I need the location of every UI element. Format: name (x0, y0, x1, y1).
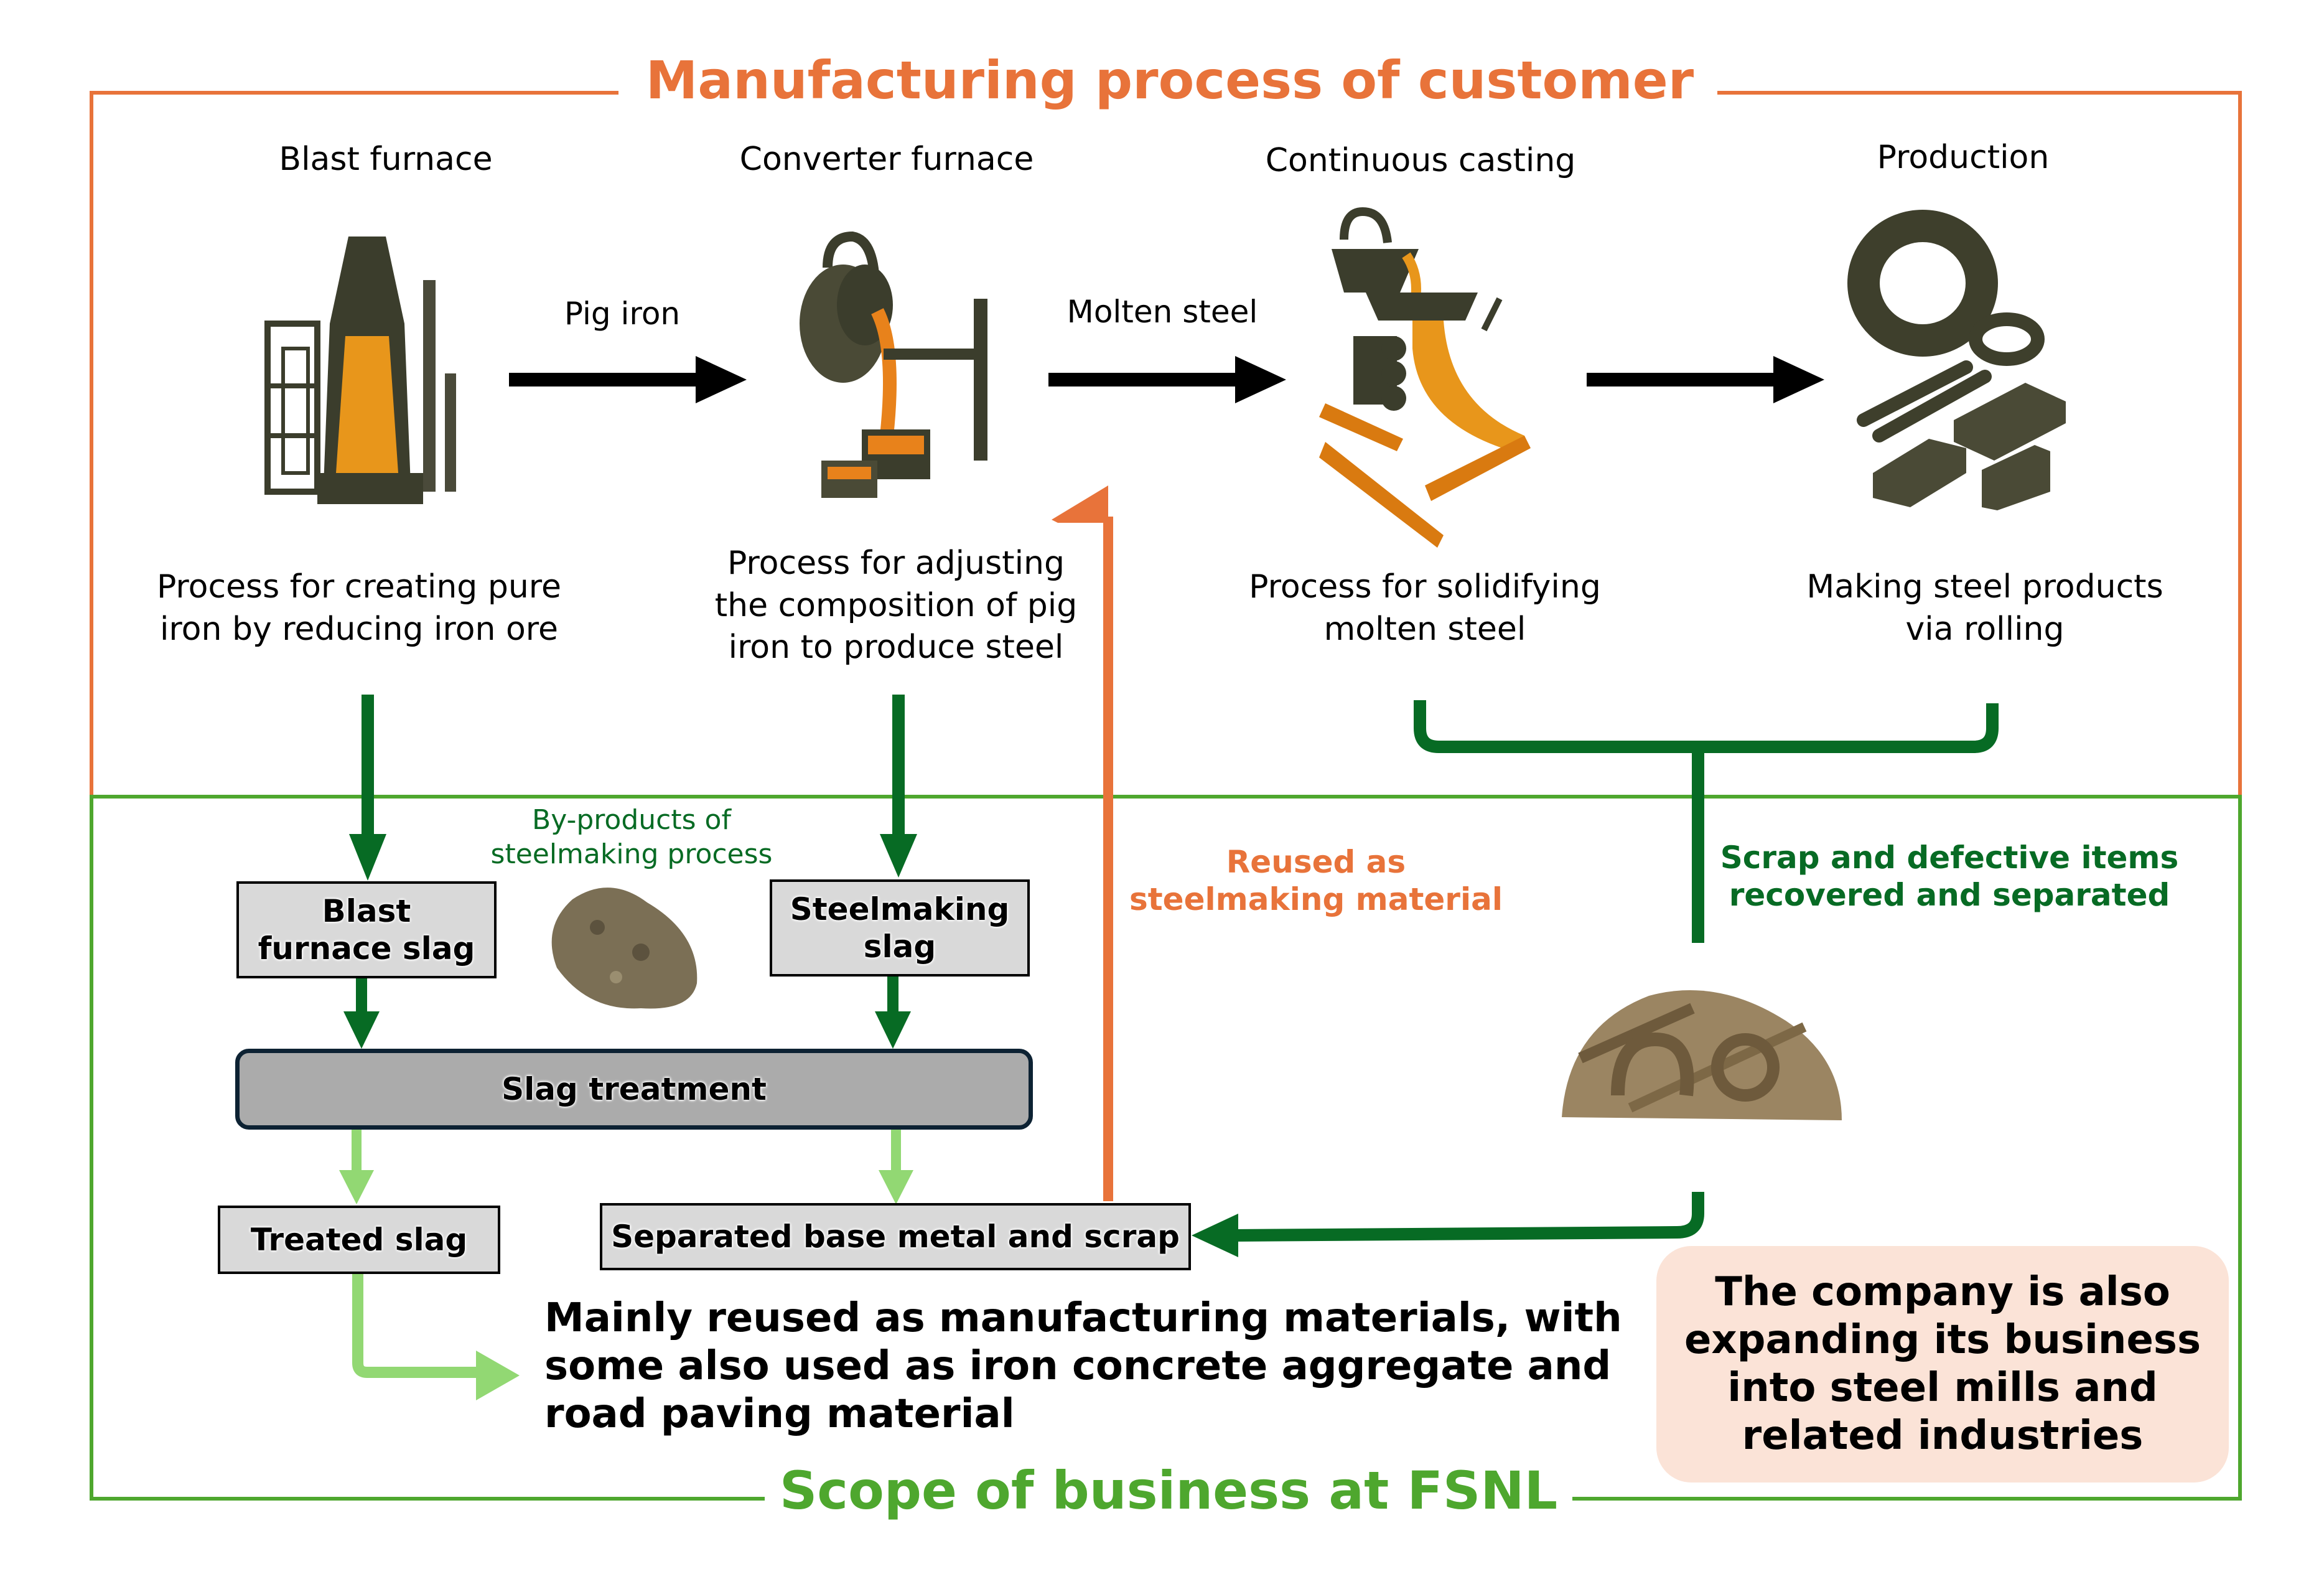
step-desc-production: Making steel products via rolling (1806, 568, 2163, 648)
step-title-production: Production (1877, 139, 2050, 176)
flow-label-pig-iron: Pig iron (564, 296, 681, 332)
flow-label-molten-steel: Molten steel (1066, 294, 1258, 330)
converter-furnace-icon (800, 231, 987, 498)
arrow-molten-steel (1048, 356, 1286, 403)
fsnl-frame-right (2238, 795, 2242, 1501)
step-desc-converter-furnace: Process for adjusting the composition of… (714, 545, 1078, 667)
step-desc-blast-furnace: Process for creating pure iron by reduci… (156, 568, 562, 648)
arrow-treatment-to-treated-slag (339, 1128, 374, 1204)
blast-furnace-slag-box: Blast furnace slag (236, 881, 497, 978)
customer-frame-left (90, 91, 93, 797)
scrap-pile-icon (1562, 990, 1842, 1120)
customer-frame-top-left (90, 91, 618, 95)
fsnl-frame-bottom-left (90, 1497, 765, 1501)
slag-pile-icon (551, 888, 698, 1009)
arrow-to-production (1587, 356, 1824, 403)
reused-label: Reused as steelmaking material (1129, 844, 1503, 917)
treated-slag-box: Treated slag (218, 1206, 500, 1274)
continuous-casting-icon (1319, 207, 1531, 548)
step-title-continuous-casting: Continuous casting (1265, 142, 1576, 179)
steel-products-icon (1847, 210, 2066, 510)
fsnl-frame-top (90, 795, 2242, 799)
scrap-recovered-label: Scrap and defective items recovered and … (1720, 840, 2179, 913)
expansion-callout: The company is also expanding its busine… (1656, 1246, 2229, 1483)
arrow-treatment-to-separated-metal (879, 1128, 913, 1204)
steelmaking-slag-box: Steelmaking slag (770, 879, 1030, 977)
fsnl-scope-title: Scope of business at FSNL (779, 1460, 1558, 1521)
arrow-reuse-steelmaking-material (1052, 485, 1113, 1201)
customer-frame-right (2238, 91, 2242, 797)
arrow-converter-to-slag (880, 695, 917, 878)
separated-metal-box: Separated base metal and scrap (600, 1203, 1191, 1270)
arrow-sm-slag-to-treatment (875, 976, 911, 1049)
reuse-description: Mainly reused as manufacturing materials… (544, 1295, 1622, 1437)
arrow-scrap-to-separated-metal (1192, 1192, 1704, 1257)
customer-process-title: Manufacturing process of customer (645, 50, 1694, 111)
byproducts-label: By-products of steelmaking process (490, 804, 773, 870)
blast-furnace-icon (264, 237, 456, 504)
arrow-blast-to-slag (349, 695, 386, 881)
slag-treatment-box: Slag treatment (235, 1049, 1033, 1130)
step-title-blast-furnace: Blast furnace (279, 141, 493, 178)
scrap-collection-bracket (1414, 700, 1999, 943)
fsnl-frame-bottom-right (1572, 1497, 2242, 1501)
step-title-converter-furnace: Converter furnace (739, 141, 1034, 178)
step-desc-continuous-casting: Process for solidifying molten steel (1249, 568, 1601, 648)
fsnl-frame-left (90, 795, 93, 1501)
customer-frame-top-right (1717, 91, 2242, 95)
arrow-bf-slag-to-treatment (343, 976, 380, 1049)
arrow-pig-iron (509, 356, 747, 403)
arrow-treated-slag-to-reuse (352, 1273, 520, 1400)
